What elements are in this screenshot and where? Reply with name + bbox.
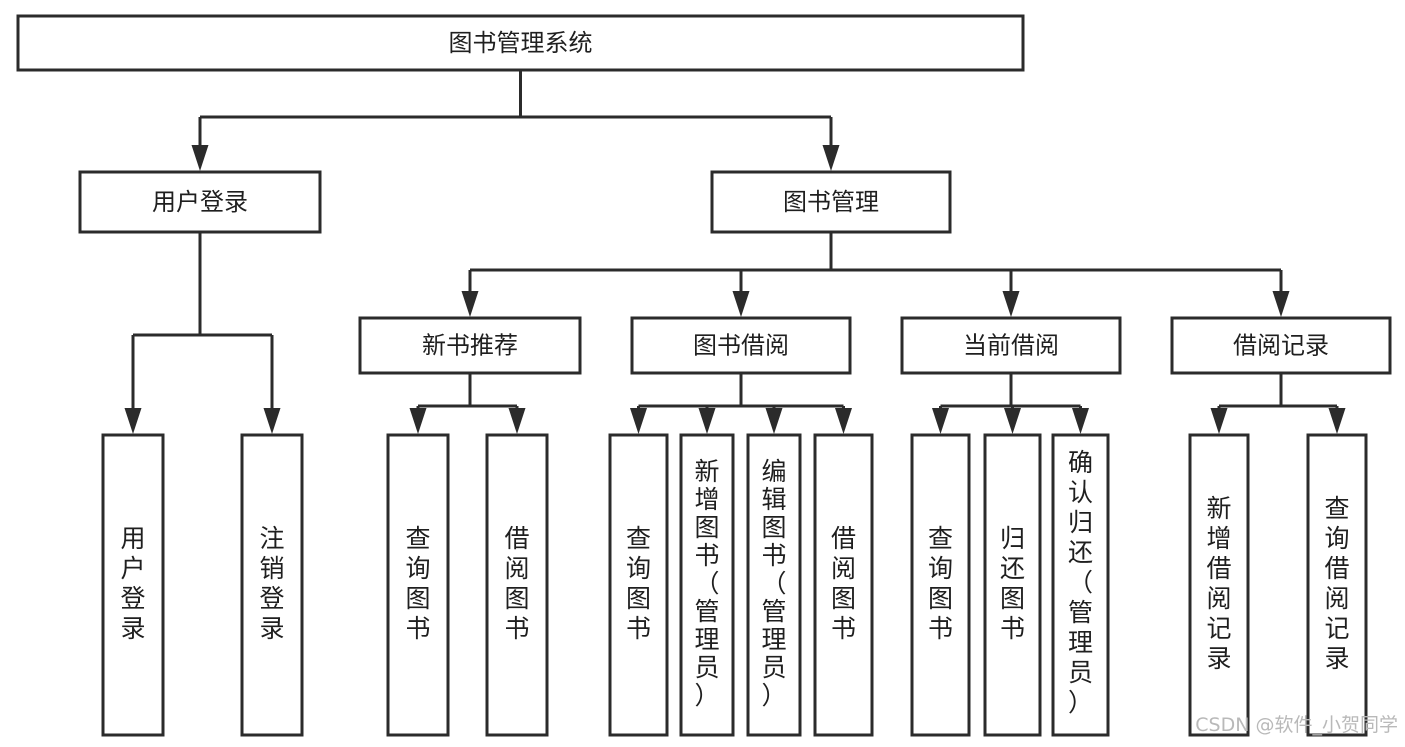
node-current-borrow[interactable]: 当前借阅	[900, 316, 1122, 375]
node-new-book-recommend[interactable]: 新书推荐	[358, 316, 582, 375]
arrow-head-icon	[1004, 408, 1021, 434]
node-label: 查询图书	[626, 524, 651, 643]
node-label: 借阅图书	[831, 524, 856, 643]
node-label: 借阅记录	[1233, 332, 1329, 360]
node-box[interactable]	[630, 316, 852, 375]
arrow-head-icon	[263, 408, 281, 434]
node-leaf-query-borrow-record[interactable]: 查询借阅记录	[1306, 433, 1368, 737]
node-label: 新增借阅记录	[1206, 494, 1231, 673]
node-label: 归还图书	[1000, 524, 1025, 643]
node-label: 新增图书（管理员）	[694, 457, 719, 710]
node-leaf-confirm-return-admin[interactable]: 确认归还（管理员）	[1051, 433, 1110, 737]
arrow-head-icon	[932, 408, 949, 434]
arrow-head-icon	[461, 291, 479, 317]
node-box[interactable]	[1188, 433, 1250, 737]
node-leaf-query-book-rec[interactable]: 查询图书	[386, 433, 450, 737]
node-leaf-add-book-admin[interactable]: 新增图书（管理员）	[679, 433, 735, 737]
arrow-head-icon	[508, 408, 526, 434]
arrow-head-icon	[822, 145, 840, 171]
node-box[interactable]	[1051, 433, 1110, 737]
node-label: 编辑图书（管理员）	[761, 457, 786, 710]
arrow-head-icon	[835, 408, 852, 434]
node-box[interactable]	[78, 170, 322, 234]
node-box[interactable]	[240, 433, 304, 737]
node-label: 图书管理	[783, 188, 879, 216]
arrow-head-icon	[630, 408, 647, 434]
arrow-head-icon	[765, 408, 783, 434]
arrow-head-icon	[409, 408, 427, 434]
node-label: 用户登录	[152, 188, 248, 216]
node-box[interactable]	[1306, 433, 1368, 737]
connector-group-user-login	[124, 232, 281, 434]
node-leaf-query-book-borrow[interactable]: 查询图书	[608, 433, 669, 737]
connector-group-root	[191, 70, 840, 171]
node-box[interactable]	[101, 433, 165, 737]
node-label: 新书推荐	[422, 332, 518, 360]
node-label: 图书借阅	[693, 332, 789, 360]
connector-group-book-borrow	[630, 373, 852, 434]
node-leaf-edit-book-admin[interactable]: 编辑图书（管理员）	[746, 433, 802, 737]
node-box[interactable]	[386, 433, 450, 737]
node-label: 查询图书	[405, 524, 430, 643]
arrow-head-icon	[1328, 408, 1346, 434]
node-box[interactable]	[746, 433, 802, 737]
csdn-watermark: CSDN @软件_小贺同学	[1195, 714, 1398, 736]
arrow-head-icon	[1002, 291, 1020, 317]
node-label: 注销登录	[259, 524, 284, 643]
node-label: 用户登录	[120, 524, 145, 643]
node-label: 查询图书	[928, 524, 953, 643]
node-box[interactable]	[710, 170, 952, 234]
node-label: 借阅图书	[504, 524, 529, 643]
node-leaf-query-book-cur[interactable]: 查询图书	[910, 433, 971, 737]
node-user-login[interactable]: 用户登录	[78, 170, 322, 234]
arrow-head-icon	[124, 408, 142, 434]
node-book-borrow[interactable]: 图书借阅	[630, 316, 852, 375]
node-box[interactable]	[910, 433, 971, 737]
arrow-head-icon	[1272, 291, 1290, 317]
node-box[interactable]	[813, 433, 874, 737]
node-label: 当前借阅	[963, 332, 1059, 360]
node-label: 查询借阅记录	[1324, 494, 1349, 673]
arrow-head-icon	[1210, 408, 1228, 434]
node-leaf-borrow-book-rec[interactable]: 借阅图书	[485, 433, 549, 737]
nodes-layer: 图书管理系统用户登录图书管理新书推荐图书借阅当前借阅借阅记录用户登录注销登录查询…	[16, 14, 1392, 737]
node-box[interactable]	[983, 433, 1042, 737]
connector-group-book-manage	[461, 232, 1290, 317]
node-label: 图书管理系统	[449, 29, 593, 57]
node-box[interactable]	[900, 316, 1122, 375]
node-book-manage[interactable]: 图书管理	[710, 170, 952, 234]
node-borrow-record[interactable]: 借阅记录	[1170, 316, 1392, 375]
node-box[interactable]	[679, 433, 735, 737]
node-leaf-add-borrow-record[interactable]: 新增借阅记录	[1188, 433, 1250, 737]
connector-group-new-book-recommend	[409, 373, 526, 434]
arrow-head-icon	[732, 291, 750, 317]
arrow-head-icon	[191, 145, 209, 171]
connectors-layer	[124, 70, 1346, 434]
node-label: 确认归还（管理员）	[1068, 448, 1093, 717]
node-leaf-return-book[interactable]: 归还图书	[983, 433, 1042, 737]
node-box[interactable]	[608, 433, 669, 737]
connector-group-borrow-record	[1210, 373, 1346, 434]
node-leaf-user-login[interactable]: 用户登录	[101, 433, 165, 737]
node-root[interactable]: 图书管理系统	[16, 14, 1025, 72]
node-leaf-logout[interactable]: 注销登录	[240, 433, 304, 737]
node-box[interactable]	[358, 316, 582, 375]
node-box[interactable]	[16, 14, 1025, 72]
node-box[interactable]	[1170, 316, 1392, 375]
arrow-head-icon	[698, 408, 716, 434]
arrow-head-icon	[1072, 408, 1089, 434]
node-leaf-borrow-book[interactable]: 借阅图书	[813, 433, 874, 737]
connector-group-current-borrow	[932, 373, 1089, 434]
node-box[interactable]	[485, 433, 549, 737]
